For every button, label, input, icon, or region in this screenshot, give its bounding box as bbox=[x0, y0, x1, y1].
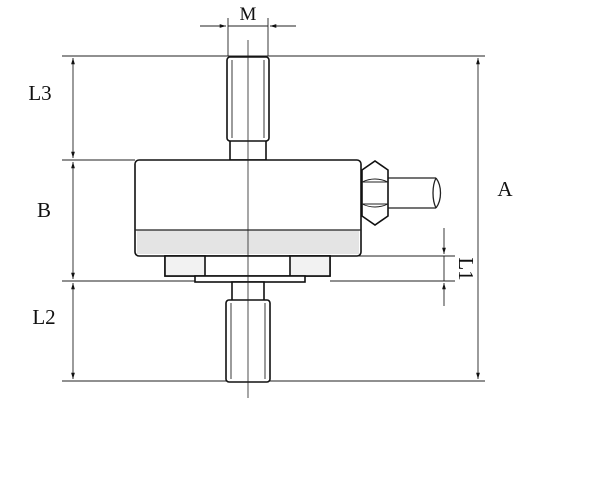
label-a: A bbox=[497, 177, 513, 201]
load-cell-base bbox=[164, 255, 331, 283]
label-b: B bbox=[37, 198, 51, 222]
label-m: M bbox=[240, 4, 257, 25]
label-l2: L2 bbox=[32, 305, 55, 329]
extension-lines bbox=[62, 18, 485, 382]
cable bbox=[388, 177, 442, 209]
dimension-lines bbox=[71, 24, 480, 379]
label-l3: L3 bbox=[28, 81, 51, 105]
label-l1: L1 bbox=[454, 257, 478, 280]
